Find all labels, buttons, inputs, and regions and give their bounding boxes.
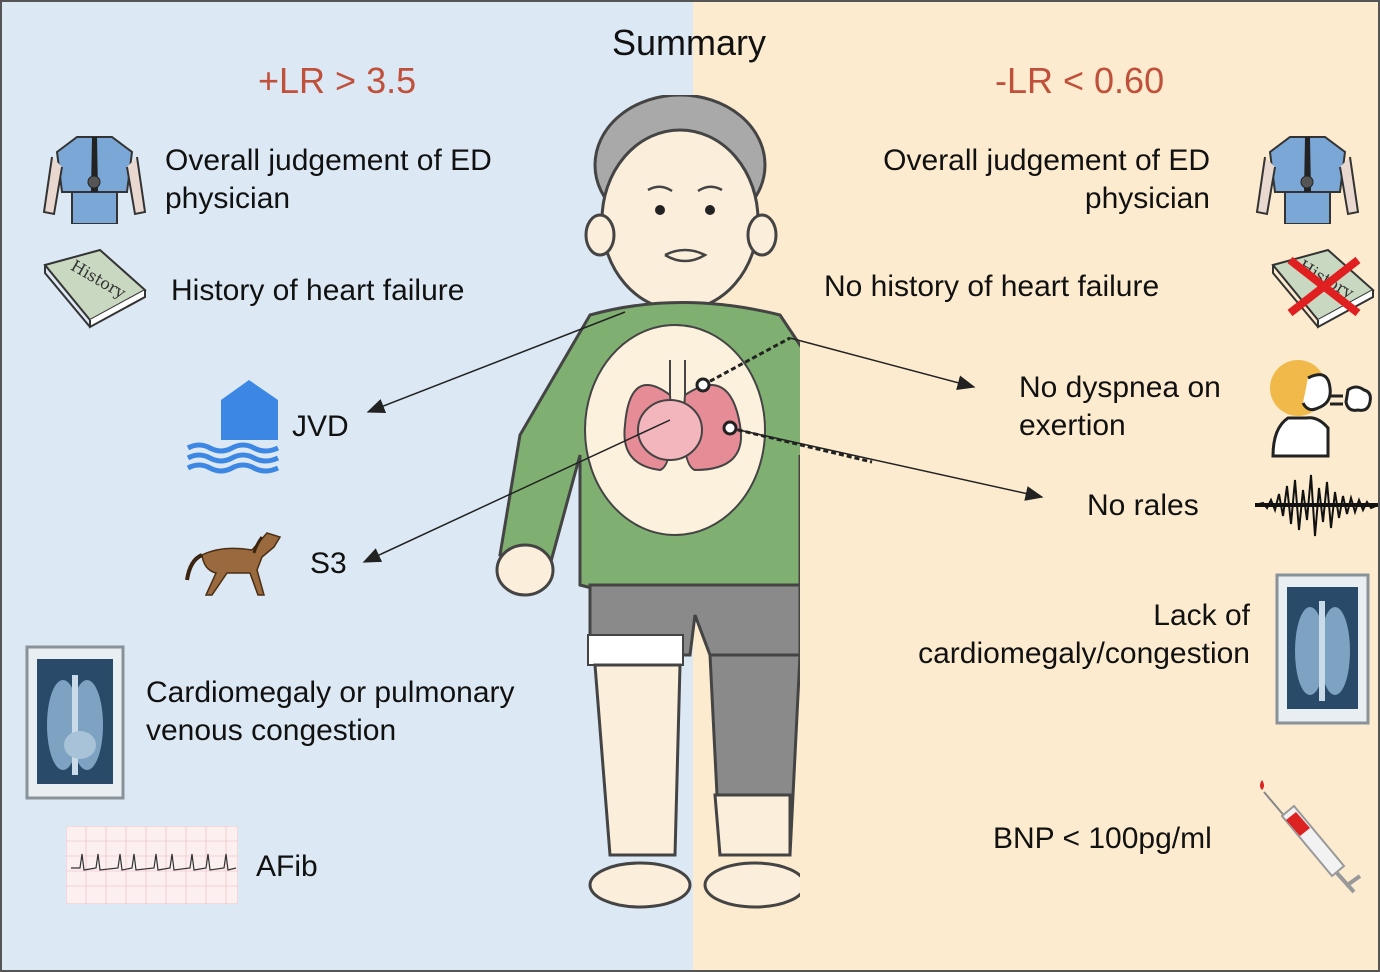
no-dyspnea-label-line2: exertion xyxy=(1019,409,1126,442)
elderly-patient-figure xyxy=(495,95,800,909)
right-physician-label-line2: physician xyxy=(1084,182,1210,215)
physician-icon xyxy=(1255,136,1360,224)
syringe-icon xyxy=(1260,780,1362,894)
no-history-heart-failure-label: No history of heart failure xyxy=(824,270,1160,303)
ecg-icon xyxy=(66,826,238,904)
sound-wave-icon xyxy=(1255,474,1378,537)
left-cardiomegaly-label-line2: venous congestion xyxy=(146,714,397,747)
horse-icon xyxy=(185,532,282,596)
no-rales-label: No rales xyxy=(1087,489,1199,522)
negative-lr-header: -LR < 0.60 xyxy=(995,60,1165,101)
xray-icon xyxy=(1275,573,1370,725)
summary-title: Summary xyxy=(612,22,767,63)
afib-label: AFib xyxy=(256,850,318,883)
lack-cardiomegaly-label-line1: Lack of xyxy=(1153,599,1250,632)
physician-icon xyxy=(42,136,147,224)
no-dyspnea-label-line1: No dyspnea on xyxy=(1019,371,1221,404)
flood-house-icon xyxy=(186,380,280,474)
left-cardiomegaly-label-line1: Cardiomegaly or pulmonary xyxy=(146,676,515,709)
s3-label: S3 xyxy=(310,547,347,580)
jvd-label: JVD xyxy=(292,410,349,443)
xray-icon xyxy=(25,645,125,800)
left-physician-label-line2: physician xyxy=(165,182,291,215)
left-physician-label-line1: Overall judgement of ED xyxy=(165,144,492,177)
crossed-history-book-icon: History xyxy=(1271,248,1375,329)
history-book-icon: History xyxy=(43,248,147,329)
history-heart-failure-label: History of heart failure xyxy=(171,274,465,307)
bnp-label: BNP < 100pg/ml xyxy=(993,822,1212,855)
lack-cardiomegaly-label-line2: cardiomegaly/congestion xyxy=(918,637,1250,670)
breathing-person-icon xyxy=(1270,360,1372,458)
positive-lr-header: +LR > 3.5 xyxy=(258,60,417,101)
right-physician-label-line1: Overall judgement of ED xyxy=(883,144,1210,177)
